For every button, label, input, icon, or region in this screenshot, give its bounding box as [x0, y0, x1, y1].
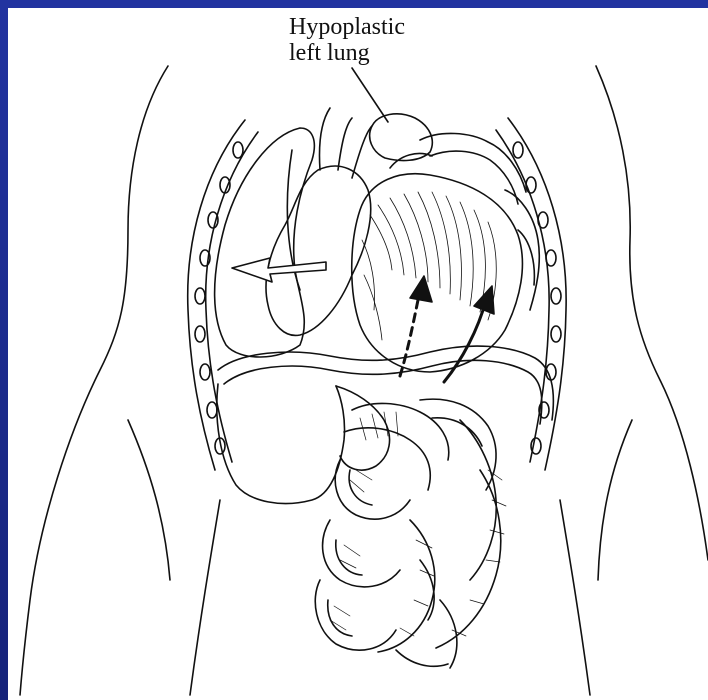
herniation-arrow-solid — [444, 300, 486, 382]
mediastinal-shift-arrow — [232, 258, 326, 282]
rib-chain-left — [195, 142, 243, 454]
body-outline-left — [20, 66, 168, 695]
anatomy-illustration — [8, 8, 708, 700]
annotation-line-1: Hypoplastic — [289, 14, 405, 40]
body-outline-right — [596, 66, 708, 560]
stomach-hatching — [362, 192, 496, 340]
herniation-arrow-dashed — [400, 290, 420, 376]
label-leader-line — [352, 68, 388, 122]
right-arm-crease — [598, 420, 632, 580]
liver — [217, 384, 345, 504]
heart — [266, 166, 371, 335]
left-arm-crease — [128, 420, 170, 580]
annotation-label: Hypoplastic left lung — [289, 14, 405, 66]
right-lung — [215, 128, 315, 357]
waist-right — [560, 500, 590, 695]
illustration-panel: Hypoplastic left lung — [8, 8, 708, 700]
diaphragm-band-inner — [224, 360, 542, 424]
herniation-arrow-dashed-head — [410, 276, 432, 302]
annotation-line-2: left lung — [289, 40, 405, 66]
rib-line-left-inner — [206, 132, 258, 462]
waist-left — [190, 500, 220, 695]
small-intestine — [315, 399, 501, 668]
